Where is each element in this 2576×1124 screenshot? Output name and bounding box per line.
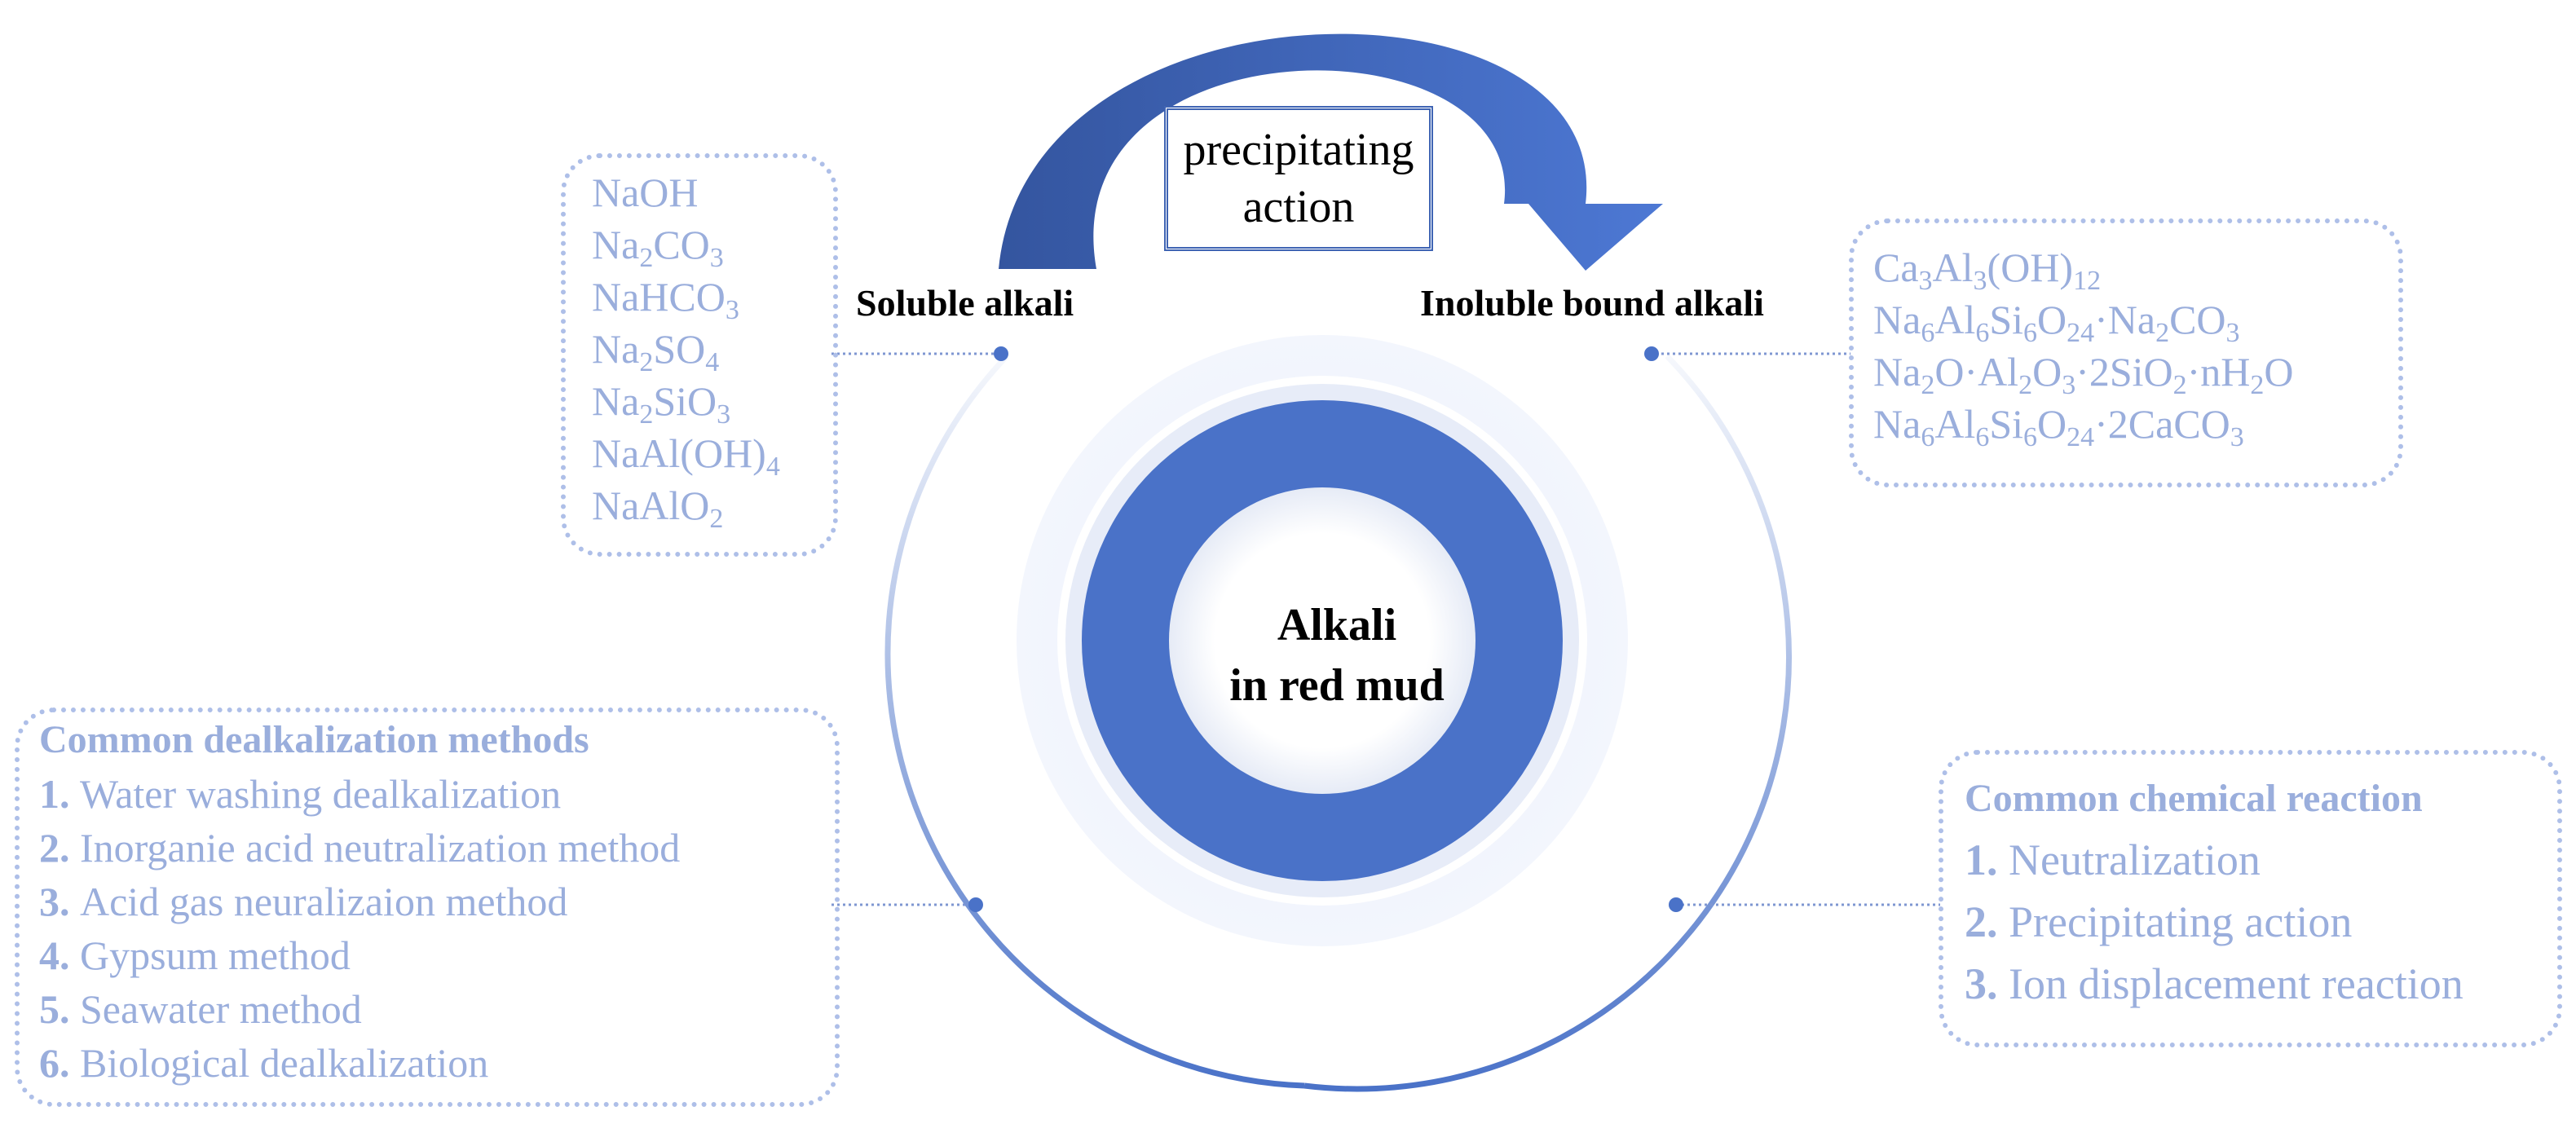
list-item-number: 1.	[39, 771, 80, 817]
formula-line: Na2O·Al2O3·2SiO2·nH2O	[1873, 349, 2294, 400]
node-dot-reactions	[1669, 897, 1683, 912]
formula-line: Na2SiO3	[592, 378, 731, 430]
arrow-label-line1: precipitating	[1183, 125, 1414, 175]
list-item-number: 3.	[39, 879, 80, 924]
list-item-number: 6.	[39, 1040, 80, 1086]
node-dot-soluble	[994, 346, 1008, 361]
dealkalization-method-item: 4. Gypsum method	[39, 928, 680, 982]
formula-line: NaOH	[592, 170, 699, 215]
formula-line: Na2CO3	[592, 222, 724, 273]
dealkalization-method-item: 5. Seawater method	[39, 982, 680, 1036]
outer-ring-left	[884, 354, 1305, 1089]
formula-line: NaAl(OH)4	[592, 430, 780, 482]
formula-line: NaHCO3	[592, 274, 739, 325]
center-title-line2: in red mud	[1229, 660, 1445, 711]
list-item-text: Inorganie acid neutralization method	[80, 825, 681, 871]
chemical-reaction-title: Common chemical reaction	[1965, 777, 2423, 820]
list-item-number: 2.	[1965, 897, 2009, 946]
dealkalization-method-item: 6. Biological dealkalization	[39, 1036, 680, 1090]
list-item-number: 5.	[39, 986, 80, 1032]
list-item-number: 4.	[39, 932, 80, 978]
formula-line: Na2SO4	[592, 326, 720, 377]
list-item-text: Gypsum method	[80, 932, 351, 978]
dealkalization-methods-title: Common dealkalization methods	[39, 718, 589, 761]
soluble-formula-box	[561, 153, 838, 557]
dealkalization-methods-box	[15, 707, 840, 1107]
formula-line: Na6Al6Si6O24·2CaCO3	[1873, 401, 2244, 452]
center-title: Alkali in red mud	[1174, 595, 1500, 716]
soluble-alkali-label: Soluble alkali	[856, 282, 1074, 324]
inner-disc	[1169, 487, 1475, 794]
chemical-reaction-item: 2. Precipitating action	[1965, 891, 2464, 953]
dealkalization-method-item: 2. Inorganie acid neutralization method	[39, 821, 680, 875]
list-item-number: 2.	[39, 825, 80, 871]
insoluble-alkali-label: Inoluble bound alkali	[1420, 282, 1764, 324]
formula-line: NaAlO2	[592, 483, 724, 534]
dealkalization-method-item: 3. Acid gas neuralizaion method	[39, 875, 680, 928]
list-item-number: 3.	[1965, 959, 2009, 1008]
list-item-text: Biological dealkalization	[80, 1040, 489, 1086]
formula-line: Ca3Al3(OH)12	[1873, 245, 2102, 296]
arrow-label-box: precipitating action	[1164, 106, 1433, 251]
dealkalization-method-item: 1. Water washing dealkalization	[39, 767, 680, 821]
list-item-text: Precipitating action	[2009, 897, 2353, 946]
precipitating-arrow	[999, 33, 1663, 271]
outer-ring-right	[1303, 354, 1792, 1092]
chemical-reaction-item: 1. Neutralization	[1965, 829, 2464, 891]
chemical-reaction-list: Common chemical reaction 1. Neutralizati…	[1965, 776, 2464, 1015]
dealkalization-methods-list: Common dealkalization methods 1. Water w…	[39, 717, 680, 1090]
list-item-text: Ion displacement reaction	[2009, 959, 2464, 1008]
chemical-reaction-box	[1939, 750, 2562, 1047]
list-item-text: Neutralization	[2009, 835, 2261, 884]
list-item-text: Water washing dealkalization	[80, 771, 562, 817]
formula-line: Na6Al6Si6O24·Na2CO3	[1873, 297, 2240, 348]
insoluble-formula-box	[1849, 218, 2403, 487]
list-item-text: Acid gas neuralizaion method	[80, 879, 568, 924]
list-item-number: 1.	[1965, 835, 2009, 884]
list-item-text: Seawater method	[80, 986, 362, 1032]
arrow-label-line2: action	[1242, 182, 1355, 232]
node-dot-insoluble	[1644, 346, 1659, 361]
node-dot-methods	[968, 897, 983, 912]
chemical-reaction-item: 3. Ion displacement reaction	[1965, 953, 2464, 1015]
center-title-line1: Alkali	[1277, 600, 1397, 650]
